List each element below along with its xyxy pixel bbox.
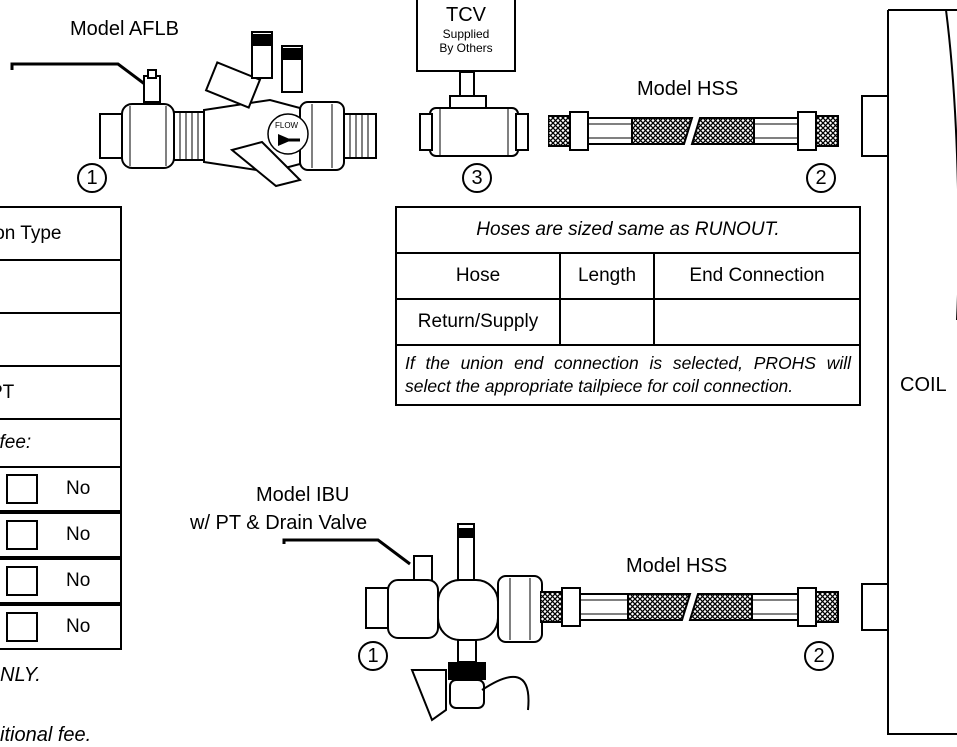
- aflb-valve-drawing: [10, 31, 377, 188]
- union-note: If the union end connection is selected,…: [395, 344, 861, 406]
- hose-table: Hoses are sized same as RUNOUT. Hose Len…: [395, 206, 861, 406]
- hose-table-header: Hoses are sized same as RUNOUT.: [395, 206, 861, 254]
- coil-drawing: [861, 9, 957, 735]
- tcv-by-others-label: By Others: [439, 41, 493, 55]
- connection-row-pt: PT: [0, 365, 122, 420]
- option-checkbox-1[interactable]: [6, 474, 38, 504]
- option-row-2: No: [0, 512, 122, 558]
- hss-hose-bottom-drawing: [540, 587, 839, 627]
- connection-type-header: ion Type: [0, 206, 122, 261]
- option-checkbox-2[interactable]: [6, 520, 38, 550]
- model-hss-bottom-label: Model HSS: [626, 555, 728, 577]
- hose-col-header: Hose: [395, 252, 561, 300]
- option-row-4: No: [0, 604, 122, 650]
- callout-1-ibu: 1: [358, 641, 388, 671]
- connection-row-2: [0, 312, 122, 367]
- hss-hose-top-drawing: [548, 111, 839, 151]
- length-col-header: Length: [559, 252, 655, 300]
- connection-type-table: ion Type PT l fee:: [0, 206, 122, 468]
- option-no-label-2: No: [66, 524, 91, 545]
- option-no-label-3: No: [66, 570, 91, 591]
- flow-label: FLOW: [275, 121, 299, 130]
- footer-note-1: NLY.: [0, 664, 41, 686]
- fee-row: l fee:: [0, 418, 122, 468]
- length-value-cell[interactable]: [559, 298, 655, 346]
- coil-label: COIL: [900, 374, 947, 396]
- option-no-label-4: No: [66, 616, 91, 637]
- tcv-supplied-label: Supplied: [442, 27, 490, 41]
- model-ibu-label: Model IBU: [256, 484, 350, 506]
- option-row-3: No: [0, 558, 122, 604]
- option-checkbox-3[interactable]: [6, 566, 38, 596]
- model-hss-top-label: Model HSS: [637, 78, 739, 100]
- option-checkbox-4[interactable]: [6, 612, 38, 642]
- tcv-label: TCV: [446, 4, 486, 26]
- option-row-1: No: [0, 466, 122, 512]
- return-supply-cell: Return/Supply: [395, 298, 561, 346]
- ibu-valve-drawing: [282, 523, 543, 722]
- tcv-actuator-box: TCV Supplied By Others: [416, 0, 516, 72]
- option-no-label-1: No: [66, 478, 91, 499]
- callout-2-hss-bottom: 2: [804, 641, 834, 671]
- end-connection-col-header: End Connection: [653, 252, 861, 300]
- callout-1-aflb: 1: [77, 163, 107, 193]
- connection-row-1: [0, 259, 122, 314]
- tcv-valve-drawing: [419, 72, 529, 157]
- footer-note-2: itional fee.: [0, 724, 92, 746]
- callout-3-tcv: 3: [462, 163, 492, 193]
- model-ibu-subtitle: w/ PT & Drain Valve: [190, 512, 368, 534]
- model-aflb-label: Model AFLB: [70, 18, 179, 40]
- callout-2-hss-top: 2: [806, 163, 836, 193]
- end-connection-value-cell[interactable]: [653, 298, 861, 346]
